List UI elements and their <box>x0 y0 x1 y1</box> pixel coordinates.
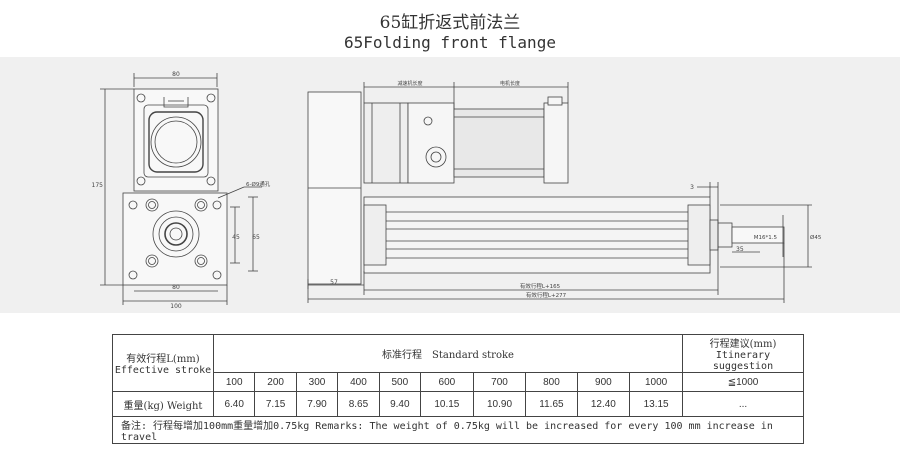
front-view: 80 175 45 65 <box>92 71 271 310</box>
stroke-cell: 200 <box>254 372 297 392</box>
dim-65: 65 <box>252 234 260 241</box>
weight-cell: 7.15 <box>254 391 297 417</box>
stroke-cell: 500 <box>378 372 422 392</box>
dim-bottom-inner: 80 <box>172 284 180 291</box>
suggestion-en: Itinerary suggestion <box>712 350 774 372</box>
weight-label: 重量(kg) Weight <box>112 391 214 417</box>
stroke-cell: 600 <box>420 372 474 392</box>
weight-cell: 10.90 <box>472 391 527 417</box>
standard-stroke-header: 标准行程 Standard stroke <box>213 334 683 373</box>
weight-row: 重量(kg) Weight 6.40 7.15 7.90 8.65 9.40 1… <box>112 391 804 417</box>
stroke-cell: 900 <box>576 372 631 392</box>
effective-stroke-en: Effective stroke <box>114 365 212 376</box>
stroke-cell: 100 <box>212 372 256 392</box>
motor-length: 电机长度 <box>500 80 520 87</box>
dim-stroke-165: 有效行程L+165 <box>520 282 561 290</box>
weight-cell: 11.65 <box>525 391 578 417</box>
title-chinese: 65缸折返式前法兰 <box>379 13 521 33</box>
thread-label: M16*1.5 <box>754 235 778 241</box>
hole-label: 6-Ø9通孔 <box>246 180 271 188</box>
stroke-cell: 300 <box>295 372 339 392</box>
weight-cell: 13.15 <box>629 391 683 417</box>
stroke-cell: 800 <box>525 372 578 392</box>
dim-stroke-277: 有效行程L+277 <box>526 291 567 299</box>
table-header-row: 有效行程L(mm) Effective stroke 标准行程 Standard… <box>112 334 804 392</box>
weight-cell: 12.40 <box>576 391 631 417</box>
weight-cell: 10.15 <box>420 391 474 417</box>
dim-bottom-outer: 100 <box>170 303 182 310</box>
stroke-cell: 400 <box>337 372 380 392</box>
suggest-stroke-cell: ≦1000 <box>682 372 804 392</box>
remark-row: 备注: 行程每增加100mm重量增加0.75kg Remarks: The we… <box>112 416 804 444</box>
suggest-weight-cell: ... <box>682 391 804 417</box>
dim-height: 175 <box>92 182 104 189</box>
side-view: 减速机长度 电机长度 3 M16*1.5 Ø45 35 <box>307 80 822 303</box>
dim-top-width: 80 <box>172 71 180 78</box>
suggestion-header: 行程建议(mm) Itinerary suggestion <box>682 334 804 373</box>
weight-cell: 6.40 <box>212 391 256 417</box>
dim-35: 35 <box>736 246 744 253</box>
remark-text: 备注: 行程每增加100mm重量增加0.75kg Remarks: The we… <box>112 416 804 444</box>
stroke-cell: 1000 <box>629 372 683 392</box>
title-english: 65Folding front flange <box>344 33 556 52</box>
dim-57: 57 <box>330 279 338 286</box>
suggestion-cn: 行程建议(mm) <box>709 339 777 350</box>
dim-45: 45 <box>232 234 240 241</box>
effective-stroke-cn: 有效行程L(mm) <box>126 354 200 365</box>
dim-3: 3 <box>690 184 694 191</box>
technical-drawing: 80 175 45 65 <box>92 71 822 310</box>
weight-cell: 8.65 <box>337 391 380 417</box>
weight-cell: 7.90 <box>295 391 339 417</box>
reducer-length: 减速机长度 <box>397 80 422 87</box>
effective-stroke-header: 有效行程L(mm) Effective stroke <box>112 334 214 392</box>
spec-table: 有效行程L(mm) Effective stroke 标准行程 Standard… <box>112 334 804 444</box>
weight-cell: 9.40 <box>378 391 422 417</box>
stroke-cell: 700 <box>472 372 527 392</box>
stroke-row: 100 200 300 400 500 600 700 800 900 1000… <box>113 372 804 392</box>
dia-label: Ø45 <box>810 234 822 241</box>
